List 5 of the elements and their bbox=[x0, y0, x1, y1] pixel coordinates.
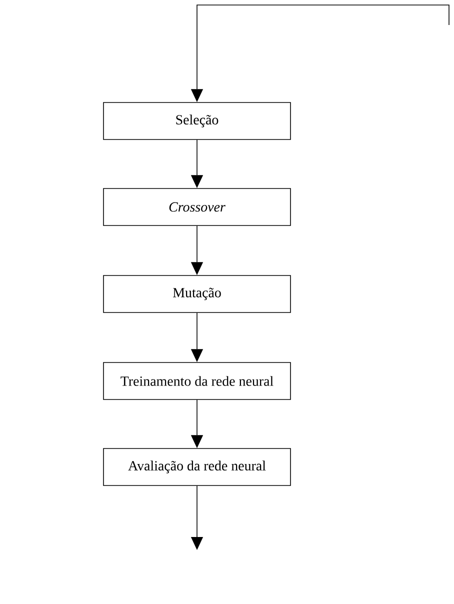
process-box: Treinamento da rede neural bbox=[103, 362, 291, 400]
process-box: Crossover bbox=[103, 188, 291, 226]
process-box: Avaliação da rede neural bbox=[103, 448, 291, 486]
process-box: Mutação bbox=[103, 275, 291, 313]
process-box: Seleção bbox=[103, 102, 291, 140]
